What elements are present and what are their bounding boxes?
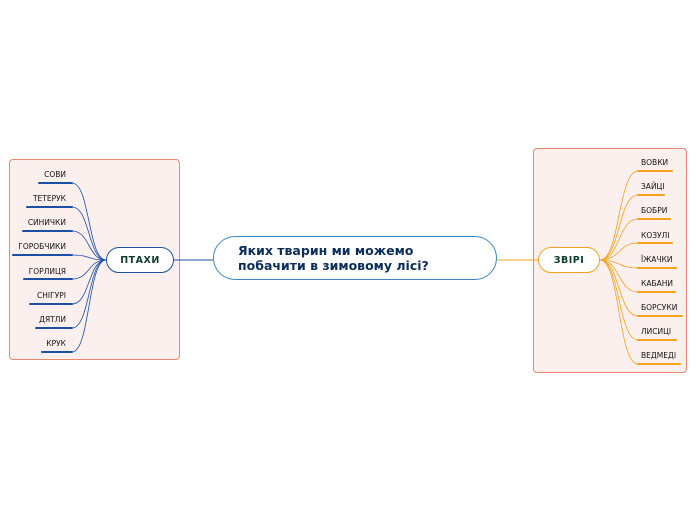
link-birds-leaf-6 <box>71 259 107 329</box>
leaf-beasts-8[interactable]: ВЕДМЕДІ <box>641 351 677 360</box>
link-birds-leaf-0 <box>71 182 107 261</box>
link-birds-leaf-5 <box>71 259 107 305</box>
leaf-beasts-4[interactable]: ЇЖАЧКИ <box>641 255 673 264</box>
leaf-beasts-6[interactable]: БОРСУКИ <box>641 303 678 312</box>
link-beasts-leaf-1 <box>599 194 639 261</box>
leaf-birds-5[interactable]: СНІГУРІ <box>37 291 66 300</box>
branch-beasts-node[interactable]: ЗВІРІ <box>538 247 600 273</box>
leaf-birds-2[interactable]: СИНИЧКИ <box>27 218 66 227</box>
link-beasts-leaf-3 <box>599 242 639 261</box>
link-beasts-leaf-0 <box>599 170 639 261</box>
link-birds-leaf-1 <box>71 206 107 261</box>
central-topic-node[interactable]: Яких тварин ми можемо побачити в зимовом… <box>213 236 497 280</box>
leaf-birds-0[interactable]: СОВИ <box>44 170 66 179</box>
leaf-beasts-3[interactable]: КОЗУЛІ <box>641 231 670 240</box>
leaf-beasts-7[interactable]: ЛИСИЦІ <box>641 327 672 336</box>
link-birds-leaf-3 <box>71 254 107 261</box>
leaf-beasts-2[interactable]: БОБРИ <box>641 206 668 215</box>
leaf-beasts-5[interactable]: КАБАНИ <box>641 279 673 288</box>
link-beasts-leaf-8 <box>599 259 639 365</box>
leaf-birds-7[interactable]: КРУК <box>46 339 66 348</box>
branch-birds-node[interactable]: ПТАХИ <box>106 247 174 273</box>
link-birds-leaf-2 <box>71 230 107 261</box>
leaf-beasts-0[interactable]: ВОВКИ <box>641 158 669 167</box>
branch-birds-label: ПТАХИ <box>120 254 160 266</box>
branch-beasts-label: ЗВІРІ <box>553 254 585 266</box>
leaf-birds-6[interactable]: ДЯТЛИ <box>39 315 66 324</box>
leaf-birds-4[interactable]: ГОРЛИЦЯ <box>28 267 66 276</box>
link-beasts-leaf-7 <box>599 259 639 341</box>
leaf-beasts-1[interactable]: ЗАЙЦІ <box>641 182 665 191</box>
link-beasts-leaf-2 <box>599 218 639 261</box>
central-topic-text: Яких тварин ми можемо побачити в зимовом… <box>238 243 429 273</box>
link-beasts-leaf-6 <box>599 259 639 317</box>
leaf-birds-3[interactable]: ГОРОБЧИКИ <box>18 242 66 251</box>
leaf-birds-1[interactable]: ТЕТЕРУК <box>32 194 66 203</box>
link-birds-leaf-7 <box>71 259 107 353</box>
